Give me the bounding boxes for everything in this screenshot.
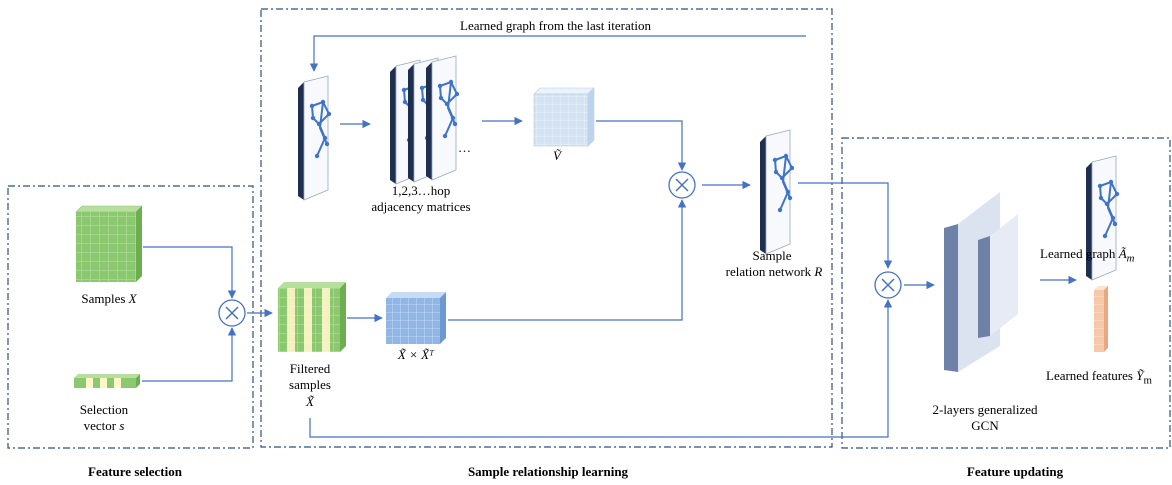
multiply-node-selection bbox=[218, 299, 246, 327]
label-ellipsis: … bbox=[458, 140, 471, 155]
arrow-r-to-multiply bbox=[798, 182, 893, 269]
arrow-xxt-to-multiply bbox=[448, 199, 687, 321]
feedback-arrow bbox=[309, 35, 806, 72]
section-feature-updating: Feature updating bbox=[966, 464, 1064, 479]
label-learned-graph: Learned graph Ãm bbox=[1040, 246, 1135, 265]
label-hop-line2: adjacency matrices bbox=[371, 199, 471, 214]
label-filtered-line2: samples bbox=[289, 377, 331, 392]
label-selection-line2: vector s bbox=[83, 418, 125, 433]
arrow-x-to-multiply bbox=[143, 246, 237, 299]
filtered-samples-cube bbox=[278, 282, 346, 352]
frame-sample-relationship bbox=[260, 8, 833, 448]
samples-x-cube bbox=[75, 205, 143, 282]
label-samples-x: Samples X bbox=[81, 291, 137, 306]
label-sample-rel-line1: Sample bbox=[752, 248, 792, 263]
label-gcn-line1: 2-layers generalized bbox=[932, 402, 1038, 417]
frame-feature-updating bbox=[841, 137, 1171, 449]
v-tilde-cube bbox=[533, 87, 595, 147]
section-feature-selection: Feature selection bbox=[88, 464, 182, 479]
hop-adjacency-stack bbox=[389, 55, 461, 185]
multiply-node-updating bbox=[874, 271, 902, 299]
initial-graph-card bbox=[297, 75, 333, 201]
label-xxt: X̃ × X̃ᵀ bbox=[397, 347, 435, 362]
selection-vector-bar bbox=[74, 374, 140, 388]
frame-feature-selection bbox=[7, 185, 254, 449]
arrow-filtered-to-gcn-multiply bbox=[309, 299, 893, 438]
learned-features-bar bbox=[1094, 286, 1108, 352]
label-v-tilde: Ṽ bbox=[553, 148, 561, 163]
label-selection-line1: Selection bbox=[79, 402, 129, 417]
label-hop-line1: 1,2,3…hop bbox=[391, 183, 451, 198]
label-sample-rel-line2: relation network R bbox=[725, 264, 823, 279]
xxt-cube bbox=[386, 292, 446, 344]
label-learned-graph-last-iteration: Learned graph from the last iteration bbox=[460, 18, 651, 33]
label-filtered-var: X̃ bbox=[306, 394, 314, 409]
multiply-node-relationship bbox=[668, 171, 696, 199]
gcn-layers bbox=[944, 192, 1018, 372]
label-gcn-line2: GCN bbox=[971, 418, 999, 433]
section-sample-relationship-learning: Sample relationship learning bbox=[467, 464, 629, 479]
label-filtered-line1: Filtered bbox=[289, 361, 331, 376]
arrow-v-to-multiply bbox=[596, 120, 687, 171]
label-learned-features: Learned features Ỹm bbox=[1046, 368, 1152, 387]
sample-relation-network-card bbox=[759, 129, 796, 255]
arrow-s-to-multiply bbox=[142, 327, 237, 382]
